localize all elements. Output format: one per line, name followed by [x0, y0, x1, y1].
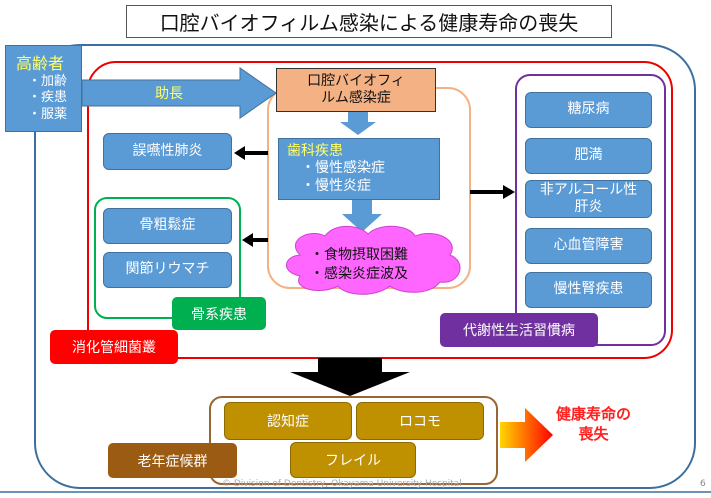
- dental-heading: 歯科疾患: [287, 142, 343, 159]
- dementia-box: 認知症: [224, 402, 352, 440]
- locomo-box: ロコモ: [356, 402, 484, 440]
- outcome-line: 健康寿命の: [556, 405, 632, 423]
- dental-item: ・慢性感染症: [301, 160, 385, 177]
- effect-cloud: [286, 225, 461, 295]
- metabolic-label: 代謝性生活習慣病: [440, 313, 598, 347]
- promote-arrow: [81, 67, 277, 119]
- obesity-box: 肥満: [525, 138, 652, 174]
- diabetes-box: 糖尿病: [525, 92, 652, 128]
- down-arrow-2: [342, 200, 382, 232]
- geriatric-frame: [209, 396, 498, 485]
- arrow-right: [470, 185, 515, 199]
- cloud-text: ・食物摂取困難 ・感染炎症波及: [310, 246, 408, 284]
- outer-frame: [34, 44, 696, 489]
- dental-item: ・慢性炎症: [301, 177, 371, 194]
- cloud-item: ・食物摂取困難: [310, 247, 408, 263]
- cloud-item: ・感染炎症波及: [310, 265, 408, 282]
- gut-flora-label: 消化管細菌叢: [50, 330, 178, 364]
- arrow-left-2: [242, 233, 268, 247]
- geriatric-label: 老年症候群: [108, 443, 237, 478]
- elderly-box: 高齢者 ・加齢 ・疾患 ・服薬: [5, 45, 82, 132]
- osteoporosis-box: 骨粗鬆症: [103, 208, 232, 244]
- bone-disease-label: 骨系疾患: [172, 297, 266, 330]
- elderly-heading: 高齢者: [16, 54, 65, 74]
- outcome-text: 健康寿命の 喪失: [556, 405, 631, 444]
- title-box: 口腔バイオフィルム感染による健康寿命の喪失: [126, 5, 612, 38]
- down-arrow-1: [340, 112, 376, 135]
- promote-label: 助長: [155, 86, 183, 102]
- bone-frame: [94, 197, 241, 319]
- big-down-arrow: [290, 358, 410, 396]
- biofilm-box: 口腔バイオフィルム感染症: [276, 68, 436, 112]
- page-number: 6: [700, 479, 706, 489]
- frailty-box: フレイル: [290, 442, 416, 478]
- ckd-box: 慢性腎疾患: [525, 272, 652, 308]
- cardiovascular-box: 心血管障害: [525, 228, 652, 264]
- rheumatoid-box: 関節リウマチ: [103, 252, 232, 288]
- footer-copyright: © Division of Dentistry, Okayama Univers…: [222, 479, 462, 489]
- elderly-item: ・疾患: [28, 90, 68, 106]
- outcome-arrow: [500, 408, 553, 462]
- outcome-line: 喪失: [578, 424, 609, 443]
- elderly-item: ・服薬: [28, 106, 68, 122]
- elderly-item: ・加齢: [28, 74, 68, 90]
- arrow-left-1: [234, 146, 268, 160]
- dental-box: 歯科疾患 ・慢性感染症 ・慢性炎症: [278, 138, 440, 200]
- nafld-box: 非アルコール性肝炎: [525, 180, 652, 218]
- aspiration-pneumonia-box: 誤嚥性肺炎: [103, 133, 232, 170]
